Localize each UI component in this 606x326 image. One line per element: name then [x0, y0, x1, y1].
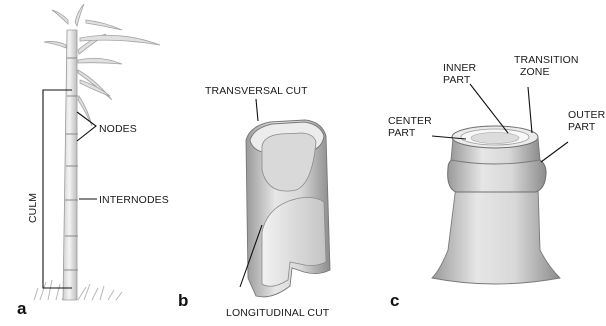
panel-letter-a: a [17, 299, 27, 318]
grass-base [34, 280, 122, 300]
panel-c: CENTER PART INNER PART TRANSITION ZONE O… [388, 54, 606, 310]
panel-a: CULM NODES INTERNODES a [17, 4, 169, 318]
outer-part-leader [541, 142, 568, 162]
longitudinal-cut-label: LONGITUDINAL CUT [226, 307, 330, 319]
center-part-line-2: PART [388, 127, 416, 139]
culm-cylinder [432, 126, 560, 284]
inner-part-line-1: INNER [443, 62, 476, 74]
transition-zone-line-1: TRANSITION [514, 54, 579, 66]
panel-b: TRANSVERSAL CUT LONGITUDINAL CUT b [178, 85, 330, 319]
transition-zone-label: TRANSITION ZONE [514, 54, 582, 78]
culm-label: CULM [27, 193, 39, 223]
outer-part-label: OUTER PART [568, 109, 606, 133]
outer-part-line-1: OUTER [568, 109, 606, 121]
center-part-label: CENTER PART [388, 115, 435, 139]
nodes-leader [77, 112, 96, 141]
bamboo-leaves [44, 4, 160, 126]
transition-zone-leader [528, 87, 532, 133]
transversal-cut-leader [256, 99, 258, 121]
transversal-cut-label: TRANSVERSAL CUT [205, 85, 308, 97]
nodes-label: NODES [99, 123, 137, 135]
inner-part-label: INNER PART [443, 62, 479, 86]
panel-letter-b: b [178, 291, 188, 310]
internodes-label: INTERNODES [99, 194, 169, 206]
panel-letter-c: c [390, 291, 399, 310]
center-part-line-1: CENTER [388, 115, 432, 127]
bamboo-culm [63, 30, 78, 300]
outer-part-line-2: PART [568, 121, 596, 133]
transition-zone-line-2: ZONE [520, 66, 550, 78]
cut-culm-section [246, 120, 330, 297]
inner-part-line-2: PART [443, 74, 471, 86]
